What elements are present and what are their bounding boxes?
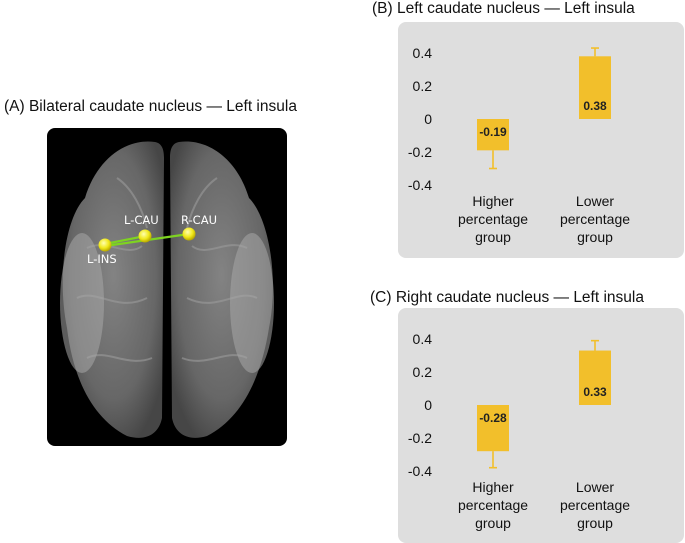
panel-b-title: (B) Left caudate nucleus — Left insula <box>372 0 635 17</box>
data-label: -0.19 <box>479 125 507 139</box>
y-tick-label: 0 <box>424 111 432 127</box>
y-tick-label: -0.4 <box>408 463 432 479</box>
bar <box>477 119 509 151</box>
category-label: percentage <box>560 211 630 227</box>
data-label: 0.33 <box>583 385 607 399</box>
node-label-l-ins: L-INS <box>87 252 117 266</box>
category-label: group <box>577 515 613 531</box>
y-tick-label: 0.2 <box>413 78 433 94</box>
temporal-lobes <box>60 233 274 373</box>
data-label: 0.38 <box>583 99 607 113</box>
node-label-r-cau: R-CAU <box>181 213 217 227</box>
node-label-l-cau: L-CAU <box>124 213 159 227</box>
panel-a-title: (A) Bilateral caudate nucleus — Left ins… <box>4 98 297 115</box>
y-tick-label: -0.2 <box>408 144 432 160</box>
node-l-cau <box>138 229 152 243</box>
category-label: Higher <box>472 479 514 495</box>
brain-image: L-INS L-CAU R-CAU <box>47 128 287 446</box>
y-tick-label: 0.4 <box>413 45 433 61</box>
category-label: group <box>475 229 511 245</box>
node-r-cau <box>182 227 196 241</box>
bar <box>477 405 509 452</box>
category-label: percentage <box>560 497 630 513</box>
category-label: Lower <box>576 193 614 209</box>
bar <box>579 56 611 119</box>
category-label: Higher <box>472 193 514 209</box>
bar <box>579 350 611 405</box>
category-label: group <box>475 515 511 531</box>
edge-l-ins-l-cau <box>104 234 146 246</box>
y-tick-label: 0 <box>424 397 432 413</box>
y-tick-label: -0.4 <box>408 177 432 193</box>
y-tick-label: -0.2 <box>408 430 432 446</box>
node-l-ins <box>98 238 112 252</box>
category-label: Lower <box>576 479 614 495</box>
y-tick-label: 0.2 <box>413 364 433 380</box>
category-label: percentage <box>458 497 528 513</box>
category-label: percentage <box>458 211 528 227</box>
brain-network-figure: L-INS L-CAU R-CAU <box>60 141 274 438</box>
y-tick-label: 0.4 <box>413 331 433 347</box>
category-label: group <box>577 229 613 245</box>
panel-c-title: (C) Right caudate nucleus — Left insula <box>370 289 644 306</box>
data-label: -0.28 <box>479 411 507 425</box>
